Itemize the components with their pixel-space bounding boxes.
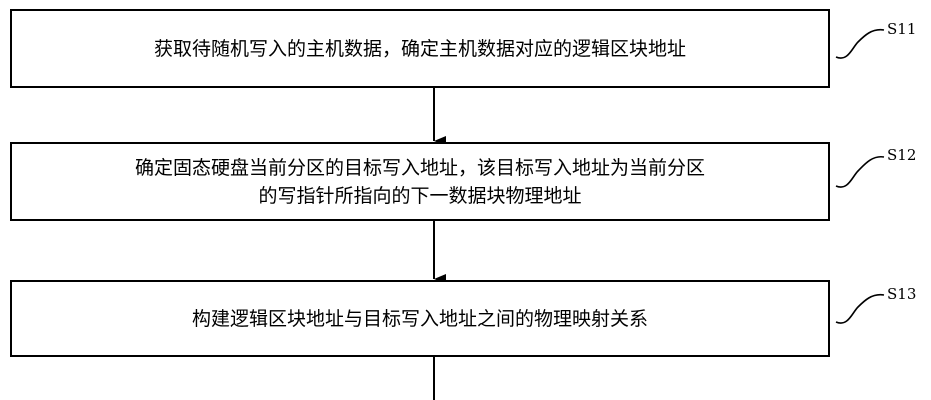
step-text-s13-line-1: 构建逻辑区块地址与目标写入地址之间的物理映射关系 xyxy=(191,307,648,330)
leader-curve-s12 xyxy=(835,155,885,188)
step-box-s12: 确定固态硬盘当前分区的目标写入地址，该目标写入地址为当前分区 的写指针所指向的下… xyxy=(10,142,830,221)
leader-curve-s13 xyxy=(835,293,885,324)
step-text-s12-line-1: 确定固态硬盘当前分区的目标写入地址，该目标写入地址为当前分区 xyxy=(134,156,705,179)
step-text-s11-line-1: 获取待随机写入的主机数据，确定主机数据对应的逻辑区块地址 xyxy=(153,37,686,60)
step-box-s13: 构建逻辑区块地址与目标写入地址之间的物理映射关系 xyxy=(10,280,830,357)
step-label-s12: S12 xyxy=(887,146,917,164)
leader-curve-s11 xyxy=(835,28,885,59)
step-box-s11: 获取待随机写入的主机数据，确定主机数据对应的逻辑区块地址 xyxy=(10,9,830,88)
step-text-s12-line-2: 的写指针所指向的下一数据块物理地址 xyxy=(258,184,582,207)
step-label-s13: S13 xyxy=(887,285,917,303)
step-label-s11: S11 xyxy=(887,20,917,38)
